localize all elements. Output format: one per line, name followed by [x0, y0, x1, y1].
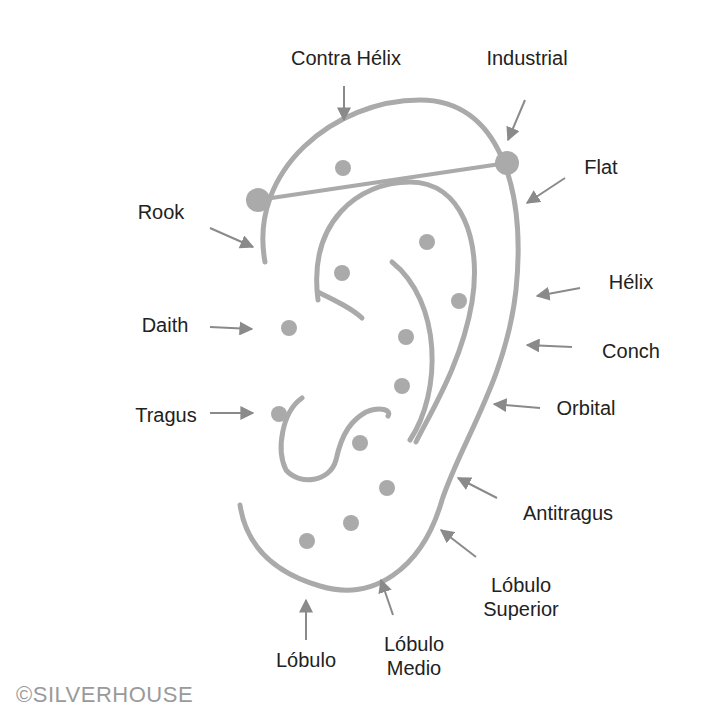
part-label: Hélix — [609, 270, 653, 294]
antihelix — [317, 182, 475, 442]
part-label: Lóbulo — [276, 648, 336, 672]
helix-crus — [392, 262, 432, 440]
industrial-bar — [246, 151, 519, 212]
antihelix-branch — [318, 292, 362, 318]
part-label: Rook — [138, 200, 185, 224]
part-label: Daith — [142, 313, 189, 337]
part-label: Orbital — [557, 396, 616, 420]
ear-outline — [240, 100, 518, 590]
part-label: Antitragus — [523, 501, 613, 525]
part-label: Tragus — [135, 403, 197, 427]
watermark: ©SILVERHOUSE — [16, 683, 193, 707]
leader-arrows — [210, 86, 580, 640]
piercing-dots — [271, 160, 467, 549]
part-label: Contra Hélix — [291, 46, 401, 70]
part-label: Conch — [602, 339, 660, 363]
part-label: Lóbulo Medio — [374, 632, 454, 680]
concha-tragus — [281, 398, 389, 480]
part-label: Lóbulo Superior — [471, 573, 571, 621]
part-label: Industrial — [486, 46, 567, 70]
part-label: Flat — [584, 155, 617, 179]
